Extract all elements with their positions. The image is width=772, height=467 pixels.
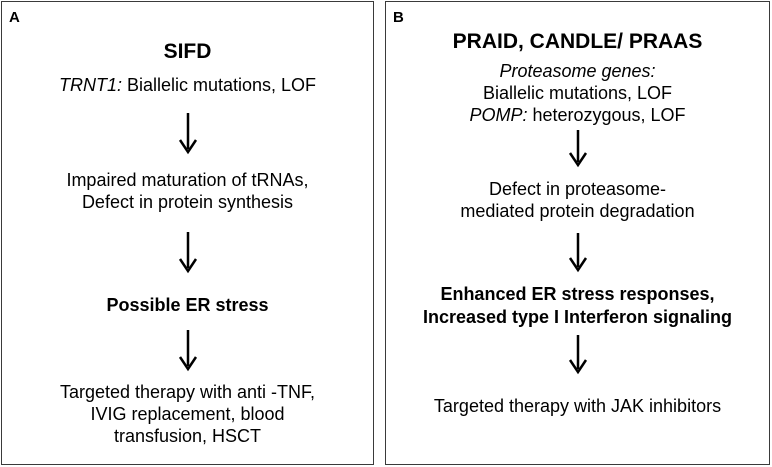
panel-a-step3-line1: Targeted therapy with anti -TNF, (59, 382, 316, 402)
panel-a-step3-line3: transfusion, HSCT (113, 426, 262, 446)
panel-b-gene2-text: heterozygous, LOF (527, 105, 686, 125)
panel-b-gene1-name: Proteasome genes: (499, 61, 656, 81)
panel-b-gene2-line: POMP: heterozygous, LOF (386, 104, 769, 126)
arrow-down-icon (178, 330, 198, 372)
panel-a-step1-line2: Defect in protein synthesis (81, 192, 294, 212)
arrow-down-icon (178, 113, 198, 155)
panel-b-step1-line1: Defect in proteasome- (488, 179, 667, 199)
panel-b-step2-line2: Increased type I Interferon signaling (422, 307, 733, 327)
arrow-down-icon (568, 233, 588, 273)
arrow-down-icon (178, 232, 198, 274)
panel-b-letter: B (393, 9, 404, 26)
panel-b: B PRAID, CANDLE/ PRAAS Proteasome genes:… (385, 1, 770, 465)
panel-a: A SIFD TRNT1: Biallelic mutations, LOF I… (1, 1, 374, 465)
panel-a-letter: A (9, 9, 20, 26)
panel-a-gene-line: TRNT1: Biallelic mutations, LOF (2, 74, 373, 96)
panel-b-title: PRAID, CANDLE/ PRAAS (452, 30, 703, 53)
panel-b-step2-line1: Enhanced ER stress responses, (440, 284, 715, 304)
panel-a-title: SIFD (163, 40, 212, 63)
arrow-down-icon (568, 130, 588, 168)
arrow-down-icon (568, 335, 588, 375)
panel-b-step3: Targeted therapy with JAK inhibitors (433, 396, 722, 416)
panel-a-step2: Possible ER stress (106, 295, 269, 315)
panel-a-step3-line2: IVIG replacement, blood (90, 404, 285, 424)
panel-b-step1-line2: mediated protein degradation (460, 201, 695, 221)
panel-b-gene2-name: POMP: (469, 105, 528, 125)
panel-a-step1-line1: Impaired maturation of tRNAs, (66, 170, 309, 190)
panel-a-gene-text: Biallelic mutations, LOF (121, 75, 317, 95)
panel-b-gene1-text: Biallelic mutations, LOF (482, 83, 673, 103)
panel-a-gene-name: TRNT1: (58, 75, 122, 95)
